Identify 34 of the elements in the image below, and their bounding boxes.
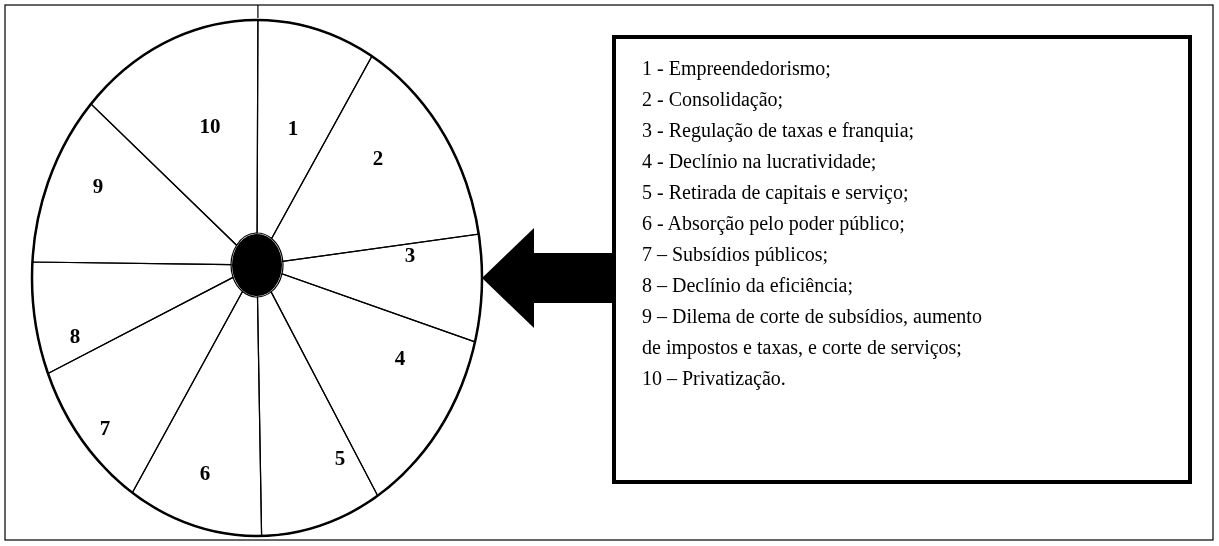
segment-number: 2 <box>372 146 384 170</box>
wheel-segment <box>256 19 373 240</box>
wheel-drawing <box>30 18 484 538</box>
wheel-segment <box>281 233 483 343</box>
wheel-segment <box>47 276 244 494</box>
list-item: 8 – Declínio da eficiência; <box>642 273 854 298</box>
segment-number: 4 <box>394 346 406 370</box>
list-item: 6 - Absorção pelo poder público; <box>642 211 906 237</box>
segment-number: 9 <box>92 174 104 198</box>
segment-number: 6 <box>199 461 211 485</box>
wheel-segment <box>271 55 480 262</box>
wheel-segment <box>31 103 238 266</box>
list-item: 2 - Consolidação; <box>642 87 785 113</box>
segment-number: 7 <box>99 416 111 440</box>
list-item: 10 – Privatização. <box>642 366 787 392</box>
wheel-segment <box>256 291 379 537</box>
list-item: 3 - Regulação de taxas e franquia; <box>642 118 916 144</box>
hub-dot <box>232 234 282 296</box>
wheel-segment <box>31 261 234 375</box>
segment-number: 5 <box>334 446 346 470</box>
list-item: 7 – Subsídios públicos; <box>642 242 830 268</box>
list-item: 9 – Dilema de corte de subsídios, aumento de impostos e taxas, e corte de serviços; <box>642 304 982 361</box>
list-item: 4 - Declínio na lucratividade; <box>642 149 878 174</box>
wheel-segment <box>90 19 259 246</box>
segment-number: 1 <box>287 116 299 140</box>
wheel-segment <box>131 290 263 537</box>
segment-number: 10 <box>199 114 221 138</box>
list-item: 1 - Empreendedorismo; <box>642 56 832 82</box>
list-item: 5 - Retirada de capitais e serviço; <box>642 180 910 206</box>
legend-box <box>612 35 1192 484</box>
wheel-segment <box>270 273 476 497</box>
segment-number: 8 <box>69 324 81 348</box>
segment-number: 3 <box>404 243 416 267</box>
block-arrow <box>482 228 612 328</box>
